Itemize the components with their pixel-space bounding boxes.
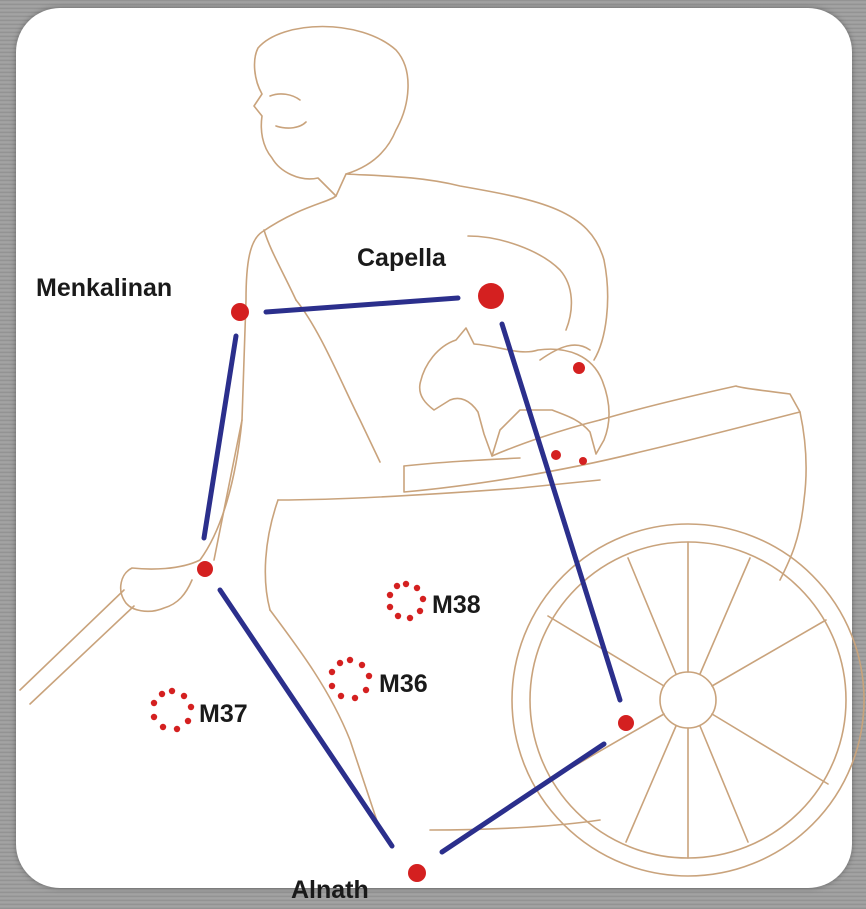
star-theta	[618, 715, 634, 731]
star-small-kid-2	[579, 457, 587, 465]
goat-outline	[420, 328, 609, 456]
stars	[197, 283, 634, 882]
star-iota	[197, 561, 213, 577]
chariot-wheel	[512, 524, 864, 876]
star-menkalinan	[231, 303, 249, 321]
label-capella: Capella	[357, 244, 447, 272]
labels: Capella Menkalinan Alnath M38 M36 M37	[36, 244, 481, 904]
arm-whip-outline	[121, 420, 242, 611]
cluster-m38-marker	[387, 581, 426, 621]
star-small-goat	[573, 362, 585, 374]
clusters	[151, 581, 426, 732]
line-menkalinan-capella	[266, 298, 458, 312]
star-small-kid-1	[551, 450, 561, 460]
star-alnath	[408, 864, 426, 882]
line-iota-menkalinan	[204, 336, 236, 538]
head-outline	[254, 27, 408, 197]
cluster-m37-marker	[151, 688, 194, 732]
label-menkalinan: Menkalinan	[36, 274, 172, 302]
label-m37: M37	[199, 700, 248, 728]
star-capella	[478, 283, 504, 309]
torso-outline	[214, 196, 336, 560]
label-alnath: Alnath	[291, 876, 369, 904]
label-m36: M36	[379, 670, 428, 698]
cluster-m36-marker	[329, 657, 372, 701]
asterism-lines	[204, 298, 620, 852]
figure-outline	[20, 27, 864, 877]
chariot-body-outline	[404, 386, 800, 492]
label-m38: M38	[432, 591, 481, 619]
